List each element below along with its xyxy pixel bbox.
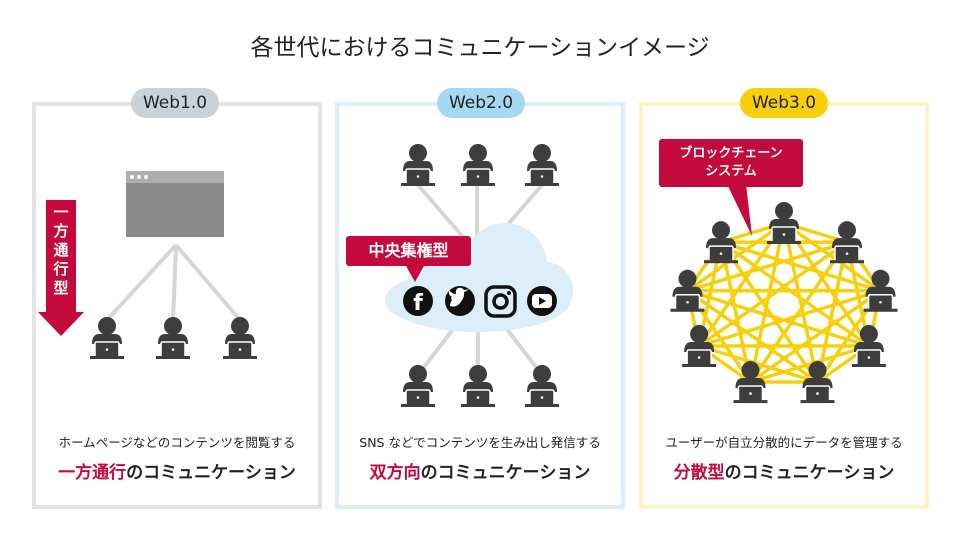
web1-tagline: 一方通行のコミュニケーション <box>32 458 322 483</box>
blockchain-label: ブロックチェーン システム <box>659 139 803 187</box>
blockchain-link <box>749 241 849 384</box>
center-label-pointer <box>405 264 425 282</box>
one-way-label-char: 方 <box>53 222 69 240</box>
blockchain-link <box>748 222 786 383</box>
blockchain-link <box>720 240 882 293</box>
blockchain-link <box>686 289 870 348</box>
label-web3: Web3.0 <box>740 88 828 118</box>
page-title: 各世代におけるコミュニケーションイメージ <box>250 35 710 61</box>
web1-description: ホームページなどのコンテンツを閲覧する <box>58 435 296 450</box>
web2-tagline: 双方向のコミュニケーション <box>335 458 625 483</box>
web2-description: SNS などでコンテンツを生み出し発信する <box>359 435 601 450</box>
one-way-label: 一方通行型 <box>47 203 75 298</box>
web2-users-bottom <box>400 364 560 408</box>
blockchain-link <box>719 241 819 384</box>
blockchain-link <box>782 221 882 293</box>
centralized-label: 中央集権型 <box>346 236 471 266</box>
blockchain-user <box>829 220 865 264</box>
web2-tagline-highlight: 双方向 <box>369 463 421 483</box>
web3-tagline-highlight: 分散型 <box>673 463 725 483</box>
facebook-icon: f <box>403 286 433 316</box>
instagram-icon <box>484 285 517 318</box>
blockchain-label-line1: ブロックチェーン <box>679 146 783 161</box>
web2-users-top <box>400 143 560 187</box>
blockchain-user <box>766 201 802 245</box>
blockchain-link <box>698 289 882 348</box>
web1-users <box>89 316 258 360</box>
twitter-icon <box>445 286 475 316</box>
web2-tagline-rest: のコミュニケーション <box>420 463 591 483</box>
blockchain-link <box>698 240 848 348</box>
blockchain-label-line2: システム <box>705 164 757 179</box>
one-way-label-char: 通 <box>53 241 69 259</box>
svg-text:f: f <box>413 291 423 316</box>
chain-label-pointer <box>727 184 752 236</box>
web3-tagline-rest: のコミュニケーション <box>724 463 895 483</box>
blockchain-link <box>719 241 753 383</box>
panel-web1 <box>32 102 322 509</box>
youtube-icon <box>527 286 557 316</box>
blockchain-link <box>749 344 870 384</box>
blockchain-user <box>703 220 739 264</box>
one-way-arrow-icon <box>38 200 84 336</box>
one-way-label-char: 一 <box>53 203 69 221</box>
blockchain-link <box>698 344 819 384</box>
web3-tagline: 分散型のコミュニケーション <box>639 458 929 483</box>
blockchain-link <box>782 222 820 383</box>
one-way-label-char: 型 <box>53 279 69 297</box>
web1-tagline-rest: のコミュニケーション <box>126 463 296 483</box>
blockchain-link <box>686 221 786 293</box>
one-way-label-char: 行 <box>53 260 69 278</box>
label-web1: Web1.0 <box>131 88 219 118</box>
label-web2: Web2.0 <box>437 88 525 118</box>
browser-window-icon <box>126 171 224 237</box>
web3-description: ユーザーが自立分散的にデータを管理する <box>665 435 903 450</box>
blockchain-link <box>720 240 870 348</box>
web1-links <box>105 243 242 322</box>
web1-tagline-highlight: 一方通行 <box>58 463 127 483</box>
